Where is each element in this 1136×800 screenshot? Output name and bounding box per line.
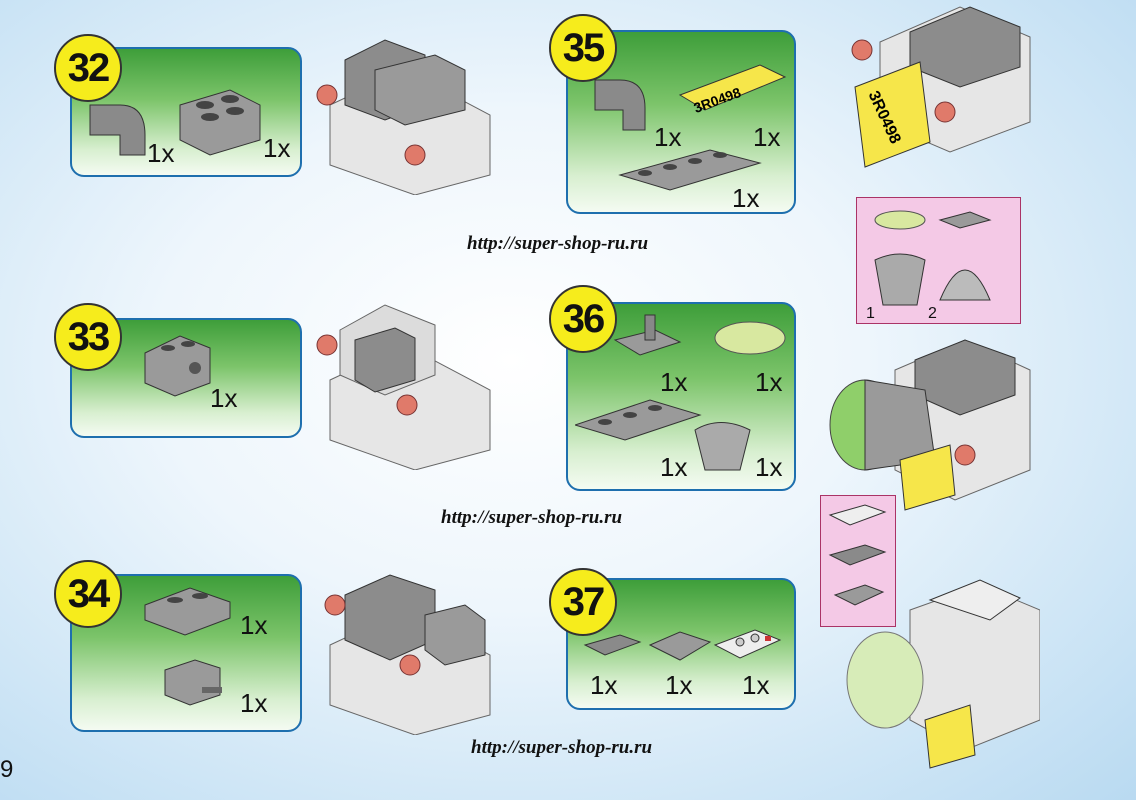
step-34-parts-icon	[144, 587, 231, 706]
step-32-model-image	[316, 39, 491, 195]
watermark-url-1: http://super-shop-ru.ru	[467, 233, 649, 254]
step-35-badge: 35	[549, 14, 617, 82]
step-37-subassembly-inset	[820, 495, 896, 627]
step-32-qty-1: 1x	[147, 138, 175, 168]
step-32-badge: 32	[54, 34, 122, 102]
step-35-qty-1: 1x	[654, 122, 682, 152]
page-number: 9	[0, 756, 14, 783]
step-32-parts-icon	[89, 89, 261, 156]
step-37-qty-1: 1x	[590, 670, 618, 700]
step-35-qty-3: 1x	[732, 183, 760, 213]
step-36-qty-3: 1x	[660, 452, 688, 482]
step-34-model-image	[324, 574, 491, 735]
step-36-qty-2: 1x	[755, 367, 783, 397]
step-35-qty-2: 1x	[753, 122, 781, 152]
step-36-parts-icon	[575, 314, 786, 471]
step-36-qty-1: 1x	[660, 367, 688, 397]
step-34-badge: 34	[54, 560, 122, 628]
step-37-badge: 37	[549, 568, 617, 636]
step-36-model-image	[829, 339, 1031, 511]
step-32-qty-2: 1x	[263, 133, 291, 163]
inset-label-1: 1	[866, 305, 875, 322]
step-35-model-image: 3R0498	[851, 6, 1031, 168]
step-33-qty-1: 1x	[210, 383, 238, 413]
step-33-parts-icon	[144, 335, 211, 397]
step-35-parts-icon: 3R0498	[594, 64, 787, 191]
watermark-url-3: http://super-shop-ru.ru	[471, 737, 653, 758]
step-34-qty-1: 1x	[240, 610, 268, 640]
step-36-subassembly-diagram	[874, 210, 992, 306]
step-37-subassembly-diagram	[828, 504, 887, 606]
watermark-url-2: http://super-shop-ru.ru	[441, 507, 623, 528]
step-37-qty-2: 1x	[665, 670, 693, 700]
inset-label-2: 2	[928, 305, 937, 322]
step-37-parts-icon	[583, 629, 782, 661]
step-36-qty-4: 1x	[755, 452, 783, 482]
step-33-badge: 33	[54, 303, 122, 371]
step-36-badge: 36	[549, 285, 617, 353]
step-37-model-image	[846, 579, 1040, 769]
step-34-qty-2: 1x	[240, 688, 268, 718]
step-37-qty-3: 1x	[742, 670, 770, 700]
step-33-model-image	[316, 304, 491, 470]
